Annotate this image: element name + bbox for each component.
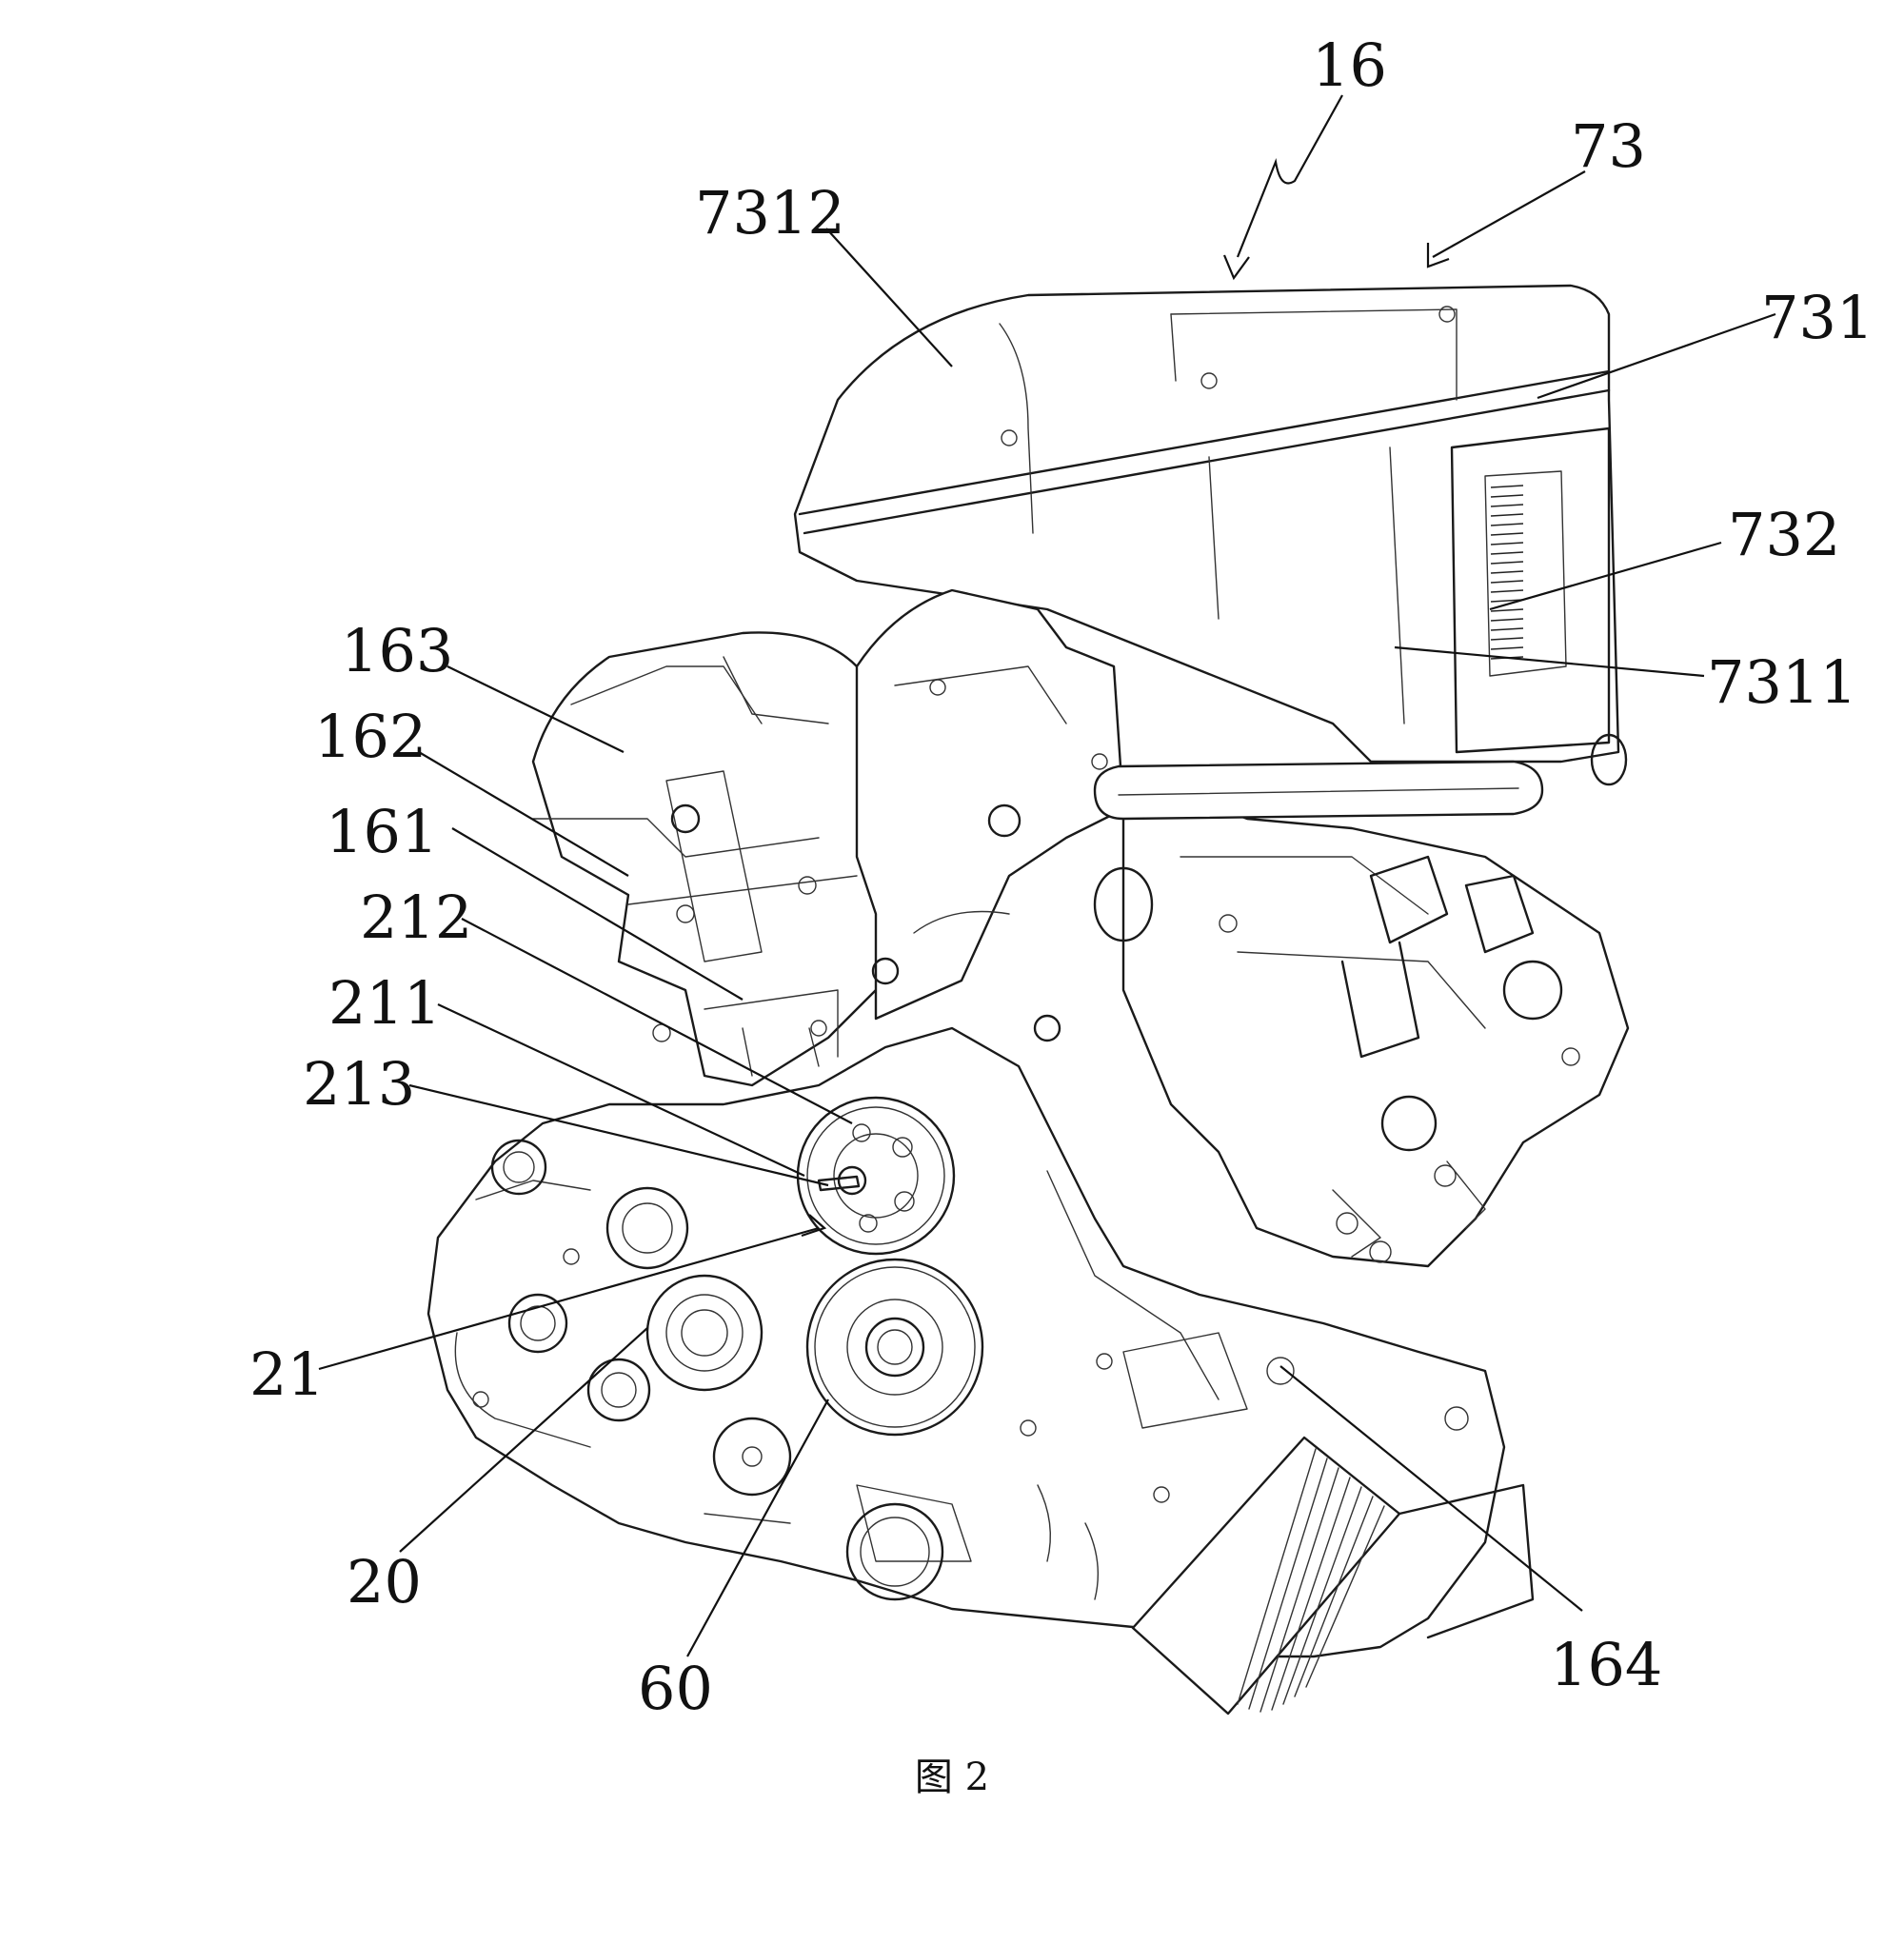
label-16: 16 [1312,30,1387,100]
bolts [472,1020,1457,1503]
label-164: 164 [1550,1630,1662,1699]
label-731: 731 [1761,283,1874,352]
leader-212 [461,918,853,1124]
oil-cooler-fins [1237,1448,1385,1713]
leader-164 [1279,1365,1583,1612]
leader-16 [1236,94,1343,258]
air-box-grille [1490,485,1524,660]
leader-211 [437,1003,805,1177]
label-161: 161 [326,797,438,866]
reference-labels: 16 73 7312 731 732 7311 163 162 161 212 … [249,30,1874,1723]
label-211: 211 [328,968,441,1038]
cam-gear [796,1096,956,1256]
label-21: 21 [249,1339,325,1409]
leader-162 [418,751,629,877]
label-732: 732 [1728,500,1840,569]
label-73: 73 [1571,111,1646,181]
leader-lines [318,94,1776,1657]
crank-gear [805,1258,984,1437]
leader-73 [1432,170,1586,258]
figure-caption: 图 2 [915,1756,989,1799]
label-163: 163 [341,616,453,685]
label-212: 212 [360,883,472,952]
breather-tube [1093,733,1628,942]
crankcase-features [490,1139,1295,1601]
leader-732 [1489,541,1722,611]
arrow-73 [1426,243,1450,268]
leader-7312 [825,228,953,367]
arrow-21 [801,1214,827,1238]
label-60: 60 [638,1654,713,1723]
air-box [793,284,1620,764]
label-7312: 7312 [695,178,845,248]
rear-cylinder [1121,788,1630,1268]
label-213: 213 [303,1049,415,1119]
leader-60 [686,1398,829,1657]
leader-7311 [1394,645,1705,678]
label-20: 20 [347,1547,422,1617]
label-7311: 7311 [1707,647,1857,717]
leader-213 [408,1083,829,1187]
timing-cover [855,588,1125,1042]
leader-163 [446,665,625,753]
oil-cooler [1131,1406,1535,1716]
arrow-16 [1222,254,1250,281]
leader-20 [399,1327,648,1553]
cylinder-head [531,631,887,1087]
leader-161 [451,827,744,1001]
engine-drawing [426,284,1630,1716]
leader-21 [318,1226,820,1371]
leader-731 [1537,312,1776,400]
label-162: 162 [314,702,426,771]
